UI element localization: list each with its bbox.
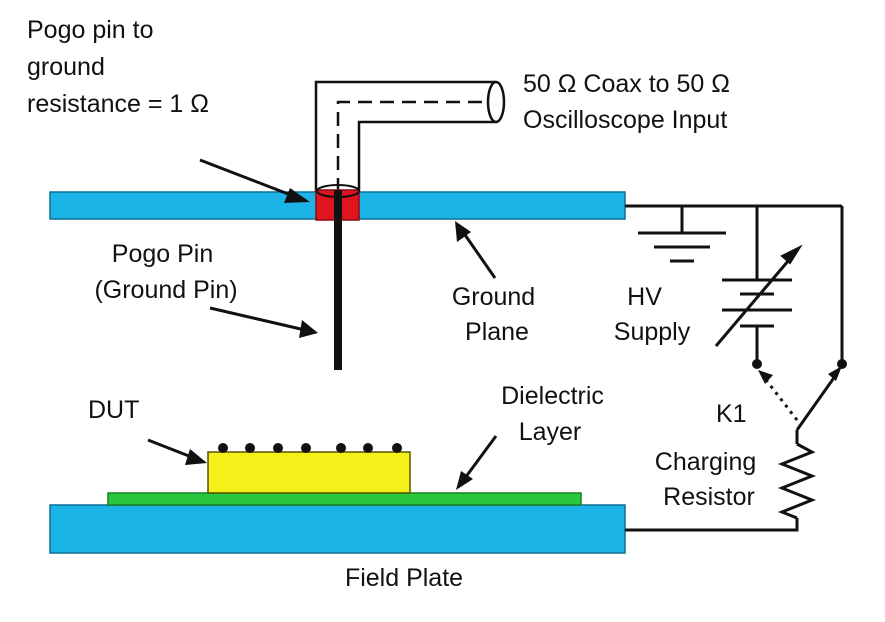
charging-resistor-label: Charging Resistor (655, 448, 763, 511)
pogo-pin-label: Pogo Pin (Ground Pin) (94, 240, 237, 304)
field-plate (49, 504, 626, 554)
hv-supply-battery-icon (714, 244, 803, 347)
dielectric-layer (107, 492, 582, 506)
dut-contact-dots (218, 443, 402, 453)
k1-label: K1 (716, 400, 747, 428)
dut-body (207, 451, 411, 494)
circuit-wiring (625, 204, 844, 532)
coax-label: 50 Ω Coax to 50 Ω Oscilloscope Input (523, 70, 737, 134)
k1-switch (752, 359, 847, 431)
dut-label: DUT (88, 396, 139, 424)
ground-plane-label: Ground Plane (452, 283, 542, 346)
coax-cable (314, 80, 506, 192)
field-plate-label: Field Plate (345, 564, 463, 592)
hv-supply-label: HV Supply (614, 283, 691, 346)
label-arrows (147, 158, 498, 490)
dielectric-layer-label: Dielectric Layer (501, 382, 611, 446)
pogo-resistance-label: Pogo pin to ground resistance = 1 Ω (27, 16, 209, 118)
